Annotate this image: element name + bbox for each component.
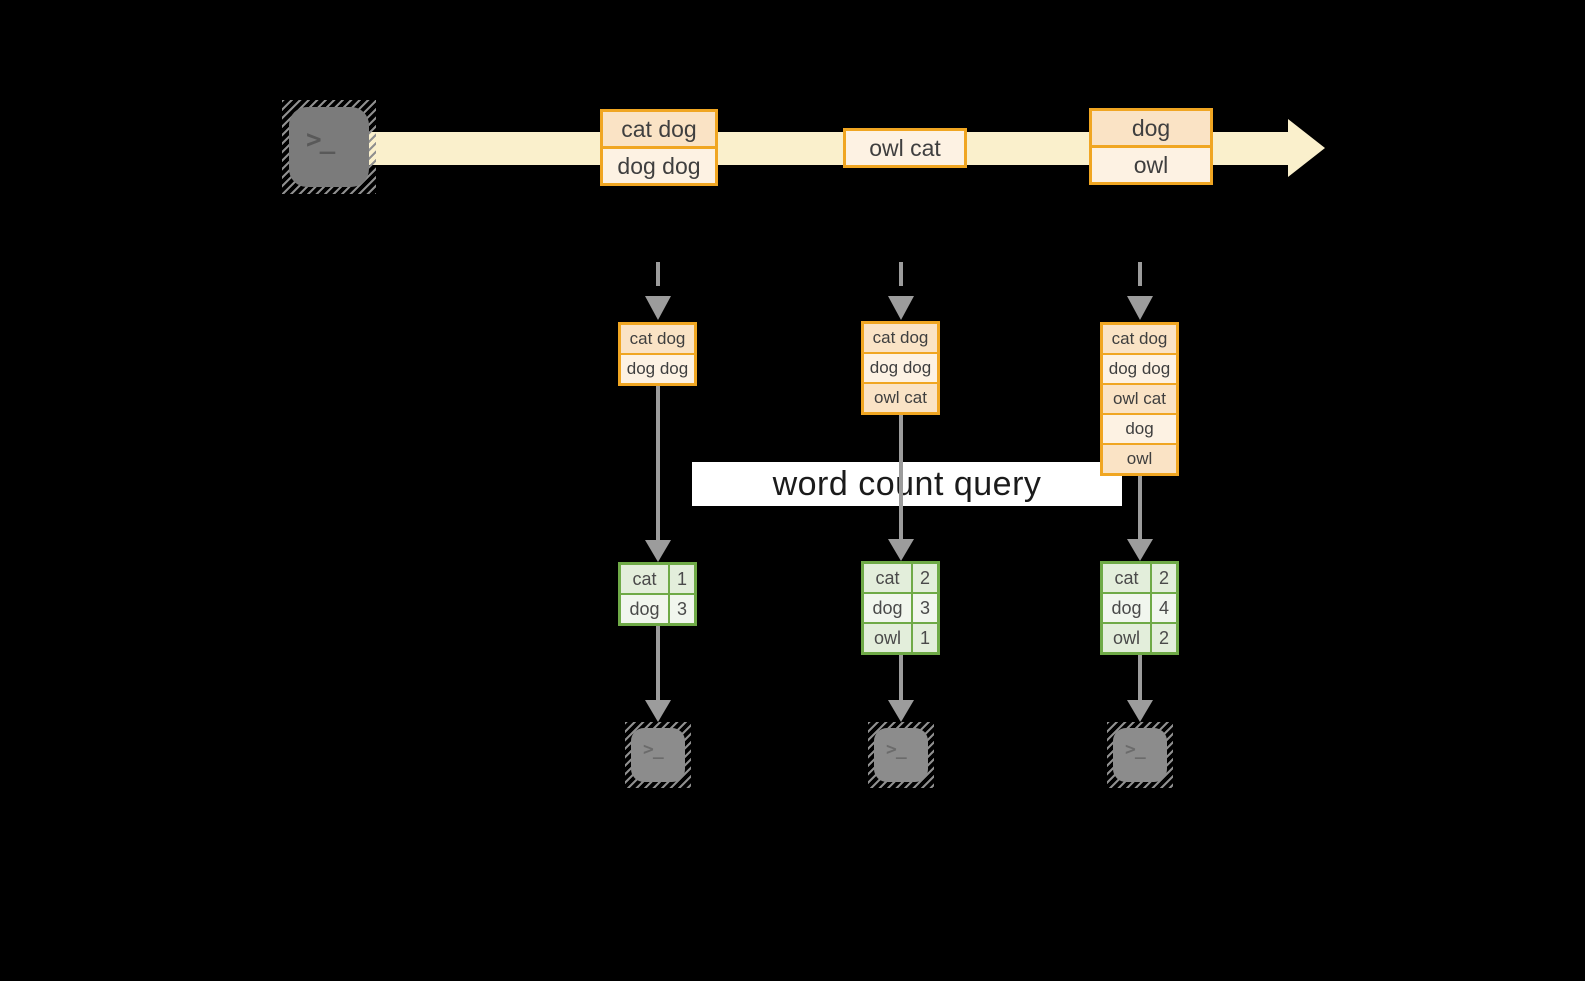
event-arrival-arrow-dash: [899, 262, 903, 286]
word-cell: dog: [621, 595, 668, 623]
state-line: dog dog: [621, 353, 694, 383]
event-text: owl cat: [846, 131, 964, 165]
event-text: owl: [1092, 145, 1210, 182]
state-line: dog dog: [864, 352, 937, 382]
stream-event-box-2: owl cat: [843, 128, 967, 168]
state-line: dog: [1103, 413, 1176, 443]
event-text: dog: [1092, 111, 1210, 145]
event-arrival-arrow-dash: [1138, 262, 1142, 286]
query-label: word count query: [772, 464, 1042, 503]
state-buffer-box-1: cat dog dog dog: [618, 322, 697, 386]
stream-arrowhead-icon: [1288, 119, 1325, 177]
result-output-arrowhead-icon: [888, 700, 914, 722]
event-arrival-arrow-dash: [656, 262, 660, 286]
stream-event-box-3: dog owl: [1089, 108, 1213, 185]
count-cell: 2: [1150, 564, 1176, 592]
result-output-arrowhead-icon: [645, 700, 671, 722]
state-line: dog dog: [1103, 353, 1176, 383]
state-line: owl cat: [1103, 383, 1176, 413]
output-terminal-icon-3: >_: [1107, 722, 1173, 788]
word-cell: cat: [864, 564, 911, 592]
query-input-arrow: [656, 386, 660, 540]
table-row: dog 3: [621, 593, 694, 623]
terminal-prompt-glyph: >_: [886, 739, 907, 760]
output-terminal-icon-1: >_: [625, 722, 691, 788]
terminal-prompt-glyph: >_: [1125, 739, 1146, 760]
word-cell: owl: [1103, 624, 1150, 652]
word-cell: dog: [864, 594, 911, 622]
state-line: owl: [1103, 443, 1176, 473]
count-cell: 2: [911, 564, 937, 592]
terminal-icon-body: >_: [1113, 728, 1167, 782]
query-input-arrowhead-icon: [888, 539, 914, 561]
output-terminal-icon-2: >_: [868, 722, 934, 788]
table-row: cat 1: [621, 565, 694, 593]
word-count-table-2: cat 2 dog 3 owl 1: [861, 561, 940, 655]
state-line: owl cat: [864, 382, 937, 412]
state-line: cat dog: [1103, 325, 1176, 353]
table-row: cat 2: [1103, 564, 1176, 592]
source-terminal-icon: >_: [282, 100, 376, 194]
event-arrival-arrowhead-icon: [888, 296, 914, 320]
word-cell: dog: [1103, 594, 1150, 622]
state-buffer-box-2: cat dog dog dog owl cat: [861, 321, 940, 415]
state-buffer-box-3: cat dog dog dog owl cat dog owl: [1100, 322, 1179, 476]
count-cell: 3: [911, 594, 937, 622]
event-text: cat dog: [603, 112, 715, 146]
table-row: owl 1: [864, 622, 937, 652]
stream-event-box-1: cat dog dog dog: [600, 109, 718, 186]
word-cell: owl: [864, 624, 911, 652]
count-cell: 3: [668, 595, 694, 623]
query-input-arrowhead-icon: [1127, 539, 1153, 561]
event-text: dog dog: [603, 146, 715, 183]
result-output-arrow: [1138, 655, 1142, 700]
count-cell: 2: [1150, 624, 1176, 652]
word-count-table-1: cat 1 dog 3: [618, 562, 697, 626]
terminal-icon-body: >_: [874, 728, 928, 782]
event-arrival-arrowhead-icon: [1127, 296, 1153, 320]
count-cell: 1: [911, 624, 937, 652]
query-input-arrow: [899, 415, 903, 539]
count-cell: 4: [1150, 594, 1176, 622]
word-cell: cat: [621, 565, 668, 593]
word-count-table-3: cat 2 dog 4 owl 2: [1100, 561, 1179, 655]
terminal-icon-body: >_: [289, 107, 369, 187]
state-line: cat dog: [864, 324, 937, 352]
query-input-arrow: [1138, 476, 1142, 539]
count-cell: 1: [668, 565, 694, 593]
table-row: dog 4: [1103, 592, 1176, 622]
result-output-arrowhead-icon: [1127, 700, 1153, 722]
word-cell: cat: [1103, 564, 1150, 592]
table-row: owl 2: [1103, 622, 1176, 652]
terminal-icon-body: >_: [631, 728, 685, 782]
terminal-prompt-glyph: >_: [306, 125, 335, 155]
result-output-arrow: [656, 626, 660, 700]
table-row: dog 3: [864, 592, 937, 622]
query-input-arrowhead-icon: [645, 540, 671, 562]
state-line: cat dog: [621, 325, 694, 353]
table-row: cat 2: [864, 564, 937, 592]
query-label-band: word count query: [692, 462, 1122, 506]
result-output-arrow: [899, 655, 903, 700]
event-arrival-arrowhead-icon: [645, 296, 671, 320]
terminal-prompt-glyph: >_: [643, 739, 664, 760]
